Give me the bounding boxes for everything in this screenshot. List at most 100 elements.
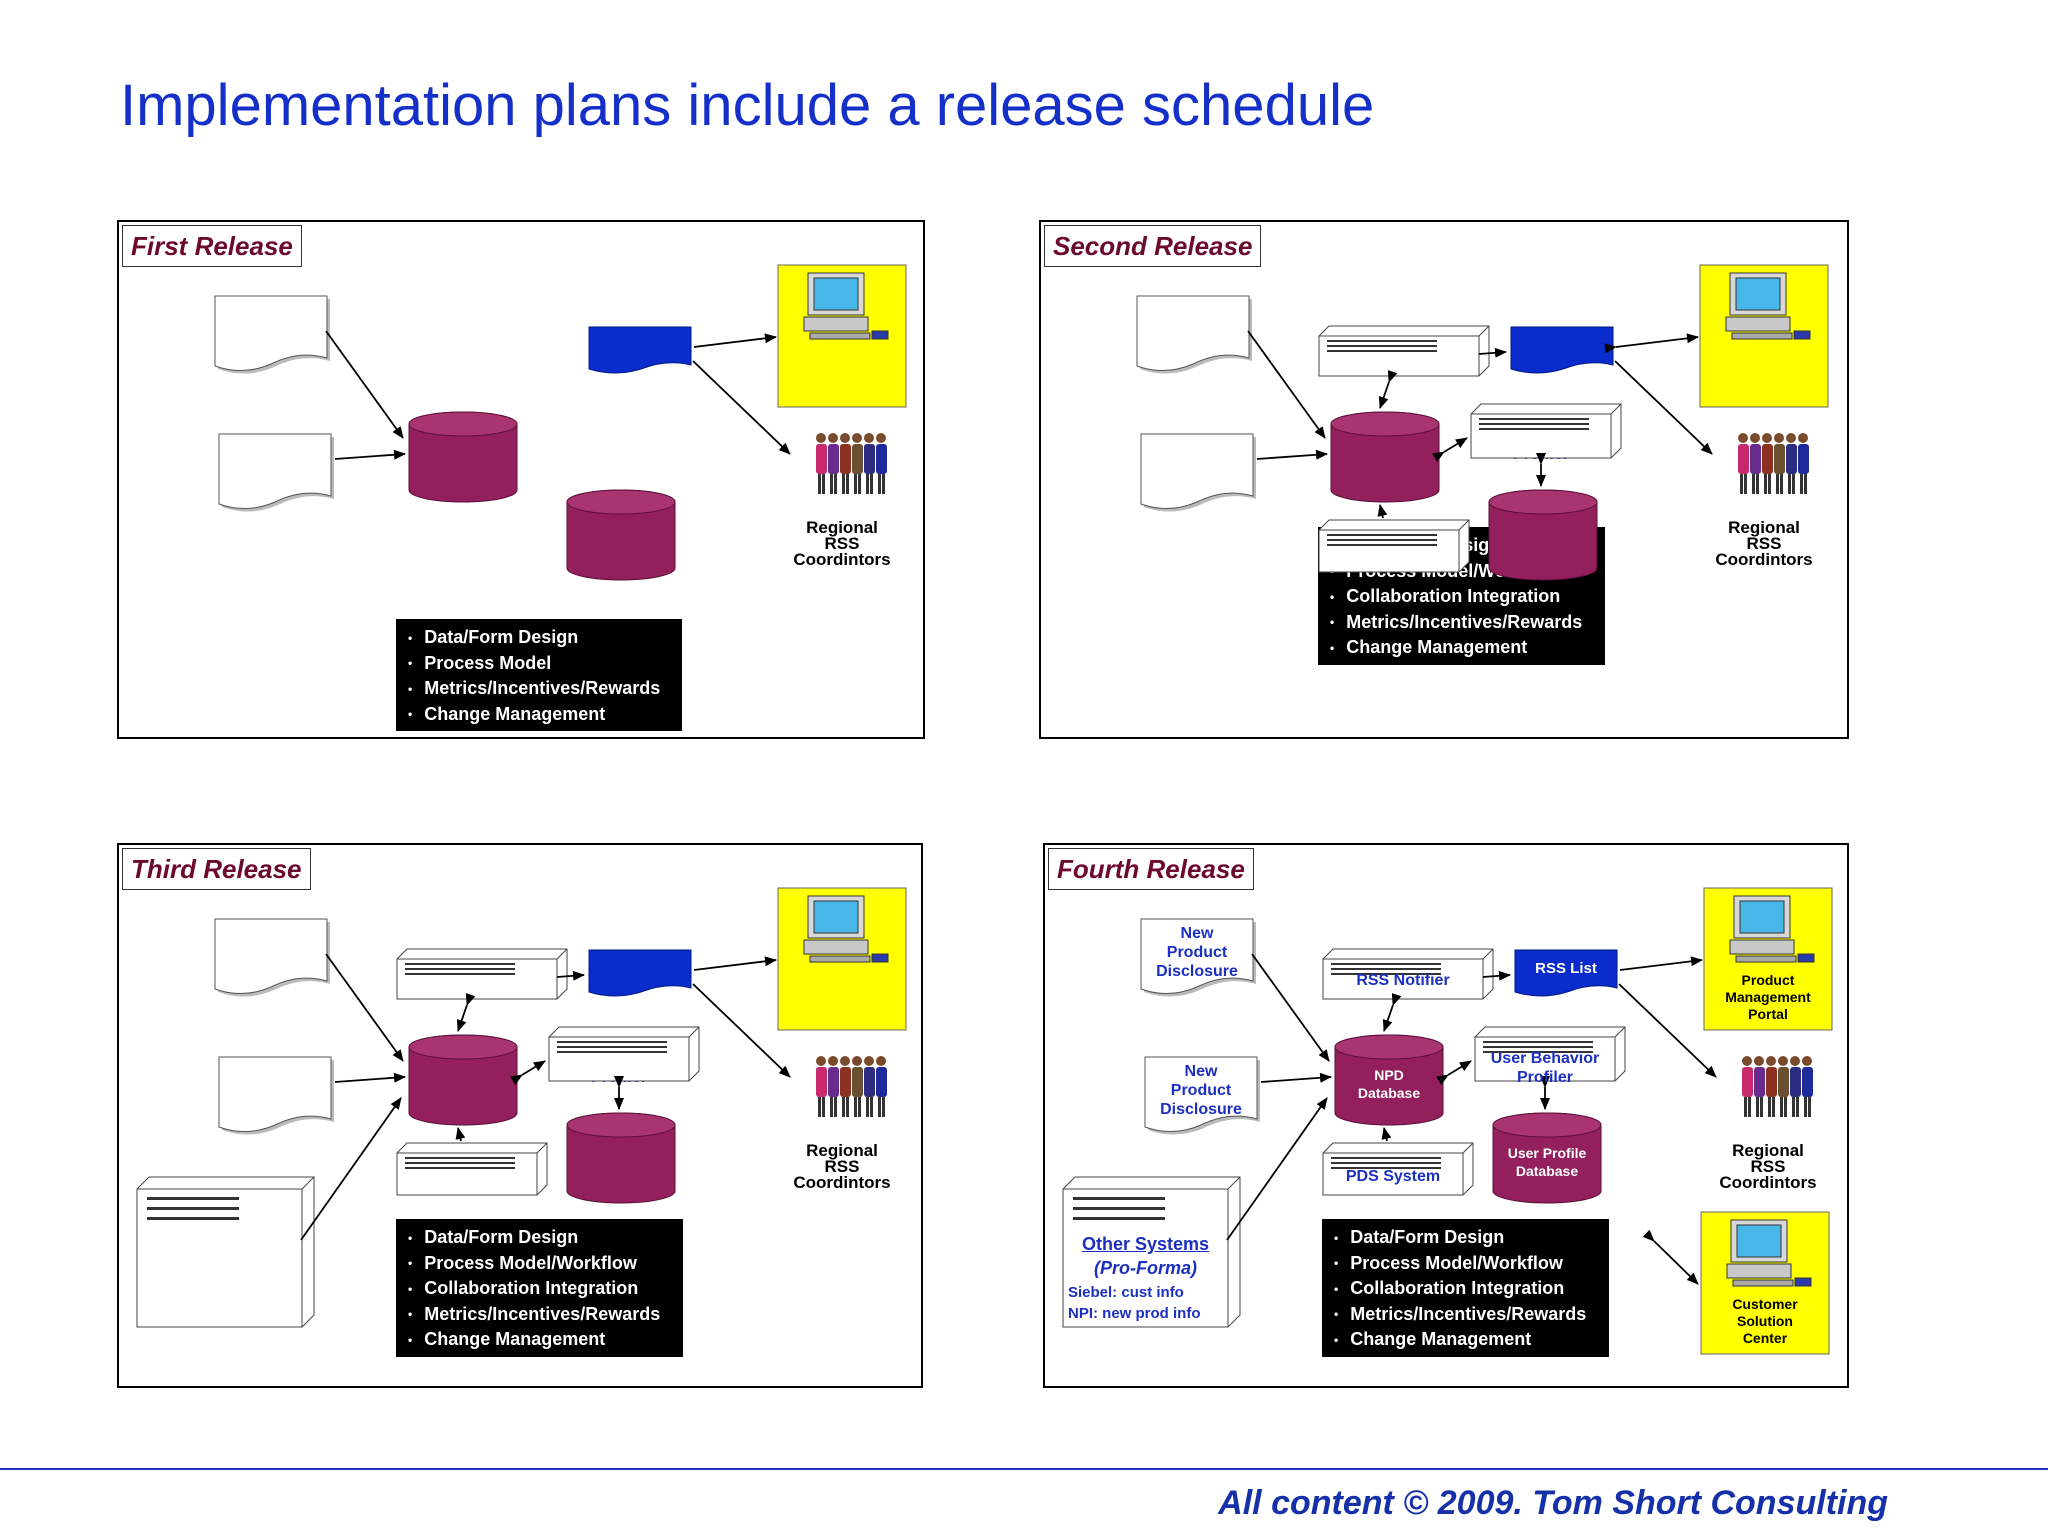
person-body-icon [1738,444,1749,474]
user-behavior-profiler-slot [1479,423,1589,425]
arrow [455,1127,466,1142]
person-leg-icon [846,1097,849,1117]
rss-list-label: RSS List [1535,960,1597,977]
rss-notifier-edge [1478,325,1490,337]
other-systems-box [1062,1176,1241,1328]
arrow [1247,330,1326,439]
pds-system-edge [1458,519,1470,531]
person-head-icon [1790,1056,1800,1066]
person-body-icon [1790,1067,1801,1097]
other-systems-slot [1073,1217,1165,1220]
person-leg-icon [1744,1097,1747,1117]
person-leg-icon [1808,1097,1811,1117]
pds-system-slot [1327,534,1437,536]
release-panel-label: Fourth Release [1048,848,1254,890]
person-head-icon [864,433,874,443]
person-head-icon [852,1056,862,1066]
rss-list-shape [588,326,692,374]
user-profile-database-cylinder-top [1492,1112,1602,1138]
user-profile-database-cylinder-top [1488,489,1598,515]
other-systems-title: Other Systems [1081,1234,1210,1254]
user-behavior-profiler-slot [1483,1046,1593,1048]
user-behavior-profiler-edge [1614,1026,1626,1038]
regional-rss-coordintors-label-line: Coordintors [1715,550,1813,569]
other-systems-edge [1227,1176,1241,1190]
arrow [1614,360,1713,455]
user-behavior-profiler-slot [557,1046,667,1048]
arrow [1256,449,1328,460]
task-item: Metrics/Incentives/Rewards [1334,1302,1597,1328]
person-leg-icon [822,474,825,494]
person-body-icon [840,444,851,474]
new-product-disclosure-label-line: New [1180,925,1214,942]
arrow [556,970,585,981]
arrow [693,333,777,348]
person-leg-icon [1792,1097,1795,1117]
person-head-icon [816,1056,826,1066]
task-item: Data/Form Design [1334,1225,1597,1251]
person-head-icon [1762,433,1772,443]
task-list: Data/Form DesignProcess Model/WorkflowCo… [1322,1219,1609,1357]
customer-solution-center-label-line: Center [1742,1330,1788,1346]
keyboard-icon [809,332,871,340]
regional-rss-coordintors-label-line: RSS [1746,534,1782,553]
task-item: Change Management [1334,1327,1597,1353]
person-leg-icon [878,1097,881,1117]
other-systems-box [136,1176,315,1328]
keyboard-icon [809,955,871,963]
person-body-icon [1778,1067,1789,1097]
person-leg-icon [846,474,849,494]
person-leg-icon [1768,1097,1771,1117]
person-body-icon [864,1067,875,1097]
pds-system-slot [1327,539,1437,541]
rss-notifier-edge [1482,948,1494,960]
person-leg-icon [1740,474,1743,494]
task-item: Change Management [1330,635,1593,661]
regional-rss-coordintors-label-line: Coordintors [1719,1173,1817,1192]
pds-system-slot [1327,544,1437,546]
person-body-icon [864,444,875,474]
person-leg-icon [882,474,885,494]
computer-base-icon [1725,316,1791,332]
regional-rss-coordintors-label-line: Coordintors [793,550,891,569]
rss-list-shape [1510,326,1614,374]
document-icon [1136,295,1250,371]
rss-notifier-label: RSS Notifier [1356,972,1450,989]
task-list: Data/Form DesignProcess Model/WorkflowCo… [396,1219,683,1357]
computer-base-icon [1726,1263,1792,1279]
rss-notifier-slot [405,968,515,970]
user-behavior-profiler-edge [1610,403,1622,415]
person-leg-icon [1776,474,1779,494]
monitor-screen-icon [813,277,859,311]
bidirectional-arrow [1378,369,1398,409]
person-leg-icon [1804,474,1807,494]
new-product-disclosure-label-line: Disclosure [1156,963,1238,980]
computer-base-icon [803,939,869,955]
npd-database-cylinder-top [1330,411,1440,437]
computer-base-icon [1729,939,1795,955]
other-systems-slot [147,1197,239,1200]
person-head-icon [1750,433,1760,443]
keyboard-icon [1735,955,1797,963]
user-profile-database-label-line: User Profile [1507,1145,1587,1161]
release-panel-label: First Release [122,225,302,267]
pds-system-slot [405,1157,515,1159]
slide-title: Implementation plans include a release s… [120,73,1375,138]
person-head-icon [828,1056,838,1066]
mouse-pad-icon [871,330,889,340]
person-leg-icon [822,1097,825,1117]
person-body-icon [1766,1067,1777,1097]
product-management-portal-label-line: Management [1725,989,1811,1005]
person-head-icon [864,1056,874,1066]
person-leg-icon [1804,1097,1807,1117]
person-body-icon [1742,1067,1753,1097]
person-leg-icon [870,1097,873,1117]
user-behavior-profiler-slot [557,1041,667,1043]
rss-notifier-slot [1327,345,1437,347]
user-behavior-profiler-box [1474,1026,1626,1082]
pds-system-edge [1462,1142,1474,1154]
regional-rss-coordintors-label-line: RSS [824,1157,860,1176]
